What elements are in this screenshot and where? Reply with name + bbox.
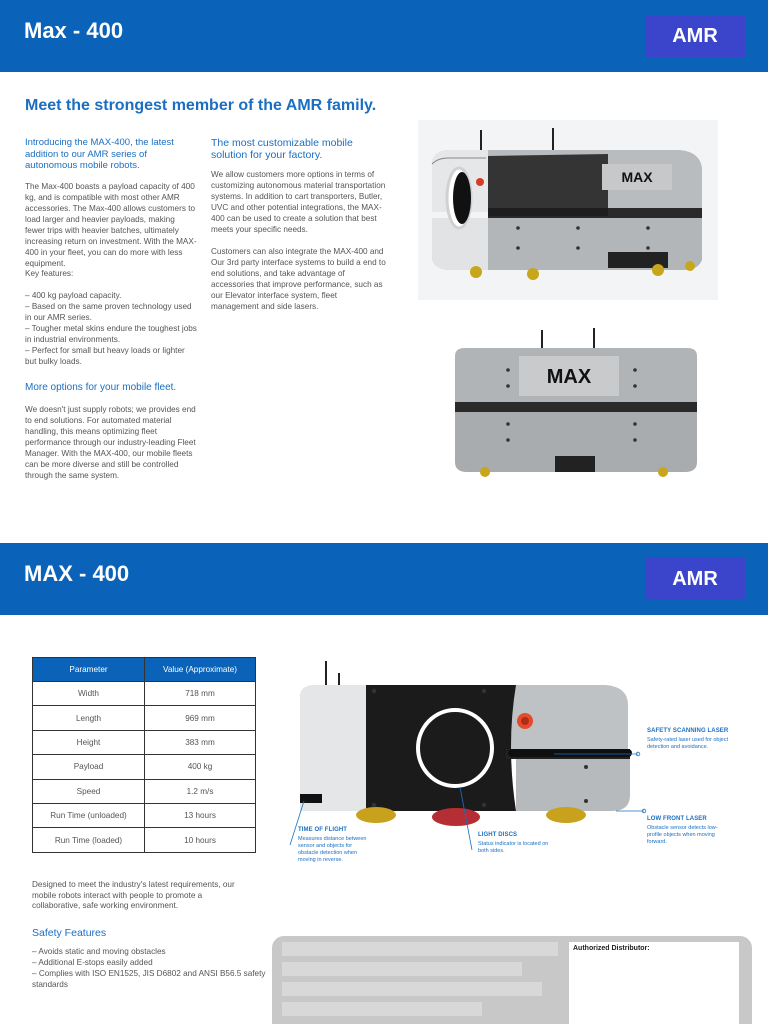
key-features-list: – 400 kg payload capacity. – Based on th… [25,290,197,367]
intro-body: The Max-400 boasts a payload capacity of… [25,182,197,268]
key-feature-item: – Based on the same proven technology us… [25,302,192,322]
redacted-block [282,962,522,976]
list-item: – Avoids static and moving obstacles [32,947,166,956]
table-cell: Payload [32,754,145,780]
robot-label-max: MAX [621,169,653,185]
table-cell: 969 mm [144,705,256,731]
safety-laser-title: SAFETY SCANNING LASER [647,728,729,734]
redacted-block [282,982,542,996]
table-cell: Length [32,705,145,731]
low-front-title: LOW FRONT LASER [647,816,707,822]
more-options-heading: More options for your mobile fleet. [25,382,177,393]
robot-label-max-front: MAX [547,366,592,388]
light-discs-desc: Status indicator is located on both side… [478,841,549,854]
redacted-block [282,1002,482,1016]
table-cell: 10 hours [144,827,256,853]
key-features-label: Key features: [25,269,74,278]
table-cell: 718 mm [144,680,256,707]
top-banner: Max - 400 AMR [0,0,768,72]
table-row: Run Time (unloaded)13 hours [32,802,256,829]
page-title-2: MAX - 400 [24,561,130,586]
robot-side-diagram [289,661,647,851]
key-feature-item: – Perfect for small but heavy loads or l… [25,346,185,366]
intro-heading: Introducing the MAX-400, the latest addi… [25,137,174,171]
distributor-box [569,942,739,1024]
table-cell: Run Time (unloaded) [32,802,145,829]
light-discs-title: LIGHT DISCS [478,832,518,838]
low-front-desc: Obstacle sensor detects low-profile obje… [647,825,718,845]
key-feature-item: – Tougher metal skins endure the toughes… [25,324,197,344]
safety-list: – Avoids static and moving obstacles – A… [32,946,272,990]
table-cell: Height [32,729,145,756]
table-cell: 400 kg [144,754,256,780]
headline: Meet the strongest member of the AMR fam… [25,97,377,114]
redacted-block [282,942,558,956]
second-banner: MAX - 400 AMR [0,543,768,615]
table-cell: 383 mm [144,729,256,756]
amr-badge: AMR [645,15,745,57]
table-header-row: Parameter Value (Approximate) [32,657,256,682]
custom-body-2: Customers can also integrate the MAX-400… [211,247,386,311]
list-item: – Additional E-stops easily added [32,958,153,967]
column-header: Parameter [32,657,145,682]
table-cell: Run Time (loaded) [32,827,145,853]
custom-body-1: We allow customers more options in terms… [211,170,386,234]
table-cell: Speed [32,778,145,804]
robot-image-perspective: MAX [418,120,718,300]
page-title: Max - 400 [24,18,124,43]
robot-image-front: MAX [445,320,707,500]
tof-desc: Measures distance between sensor and obj… [298,836,367,863]
safety-heading: Safety Features [32,927,107,939]
table-cell: Width [32,680,145,707]
amr-badge-2: AMR [645,558,745,600]
table-row: Run Time (loaded)10 hours [32,827,256,853]
distributor-label: Authorized Distributor: [573,945,650,952]
table-cell: 13 hours [144,802,256,829]
designed-text: Designed to meet the industry's latest r… [32,880,235,910]
column-header: Value (Approximate) [144,657,256,682]
safety-laser-desc: Safety-rated laser used for object detec… [647,737,729,750]
table-cell: 1.2 m/s [144,778,256,804]
tof-title: TIME OF FLIGHT [298,827,348,833]
more-options-body: We doesn't just supply robots; we provid… [25,405,196,480]
key-feature-item: – 400 kg payload capacity. [25,291,122,300]
list-item: – Complies with ISO EN1525, JIS D6802 an… [32,969,266,989]
custom-heading: The most customizable mobile solution fo… [211,137,353,161]
